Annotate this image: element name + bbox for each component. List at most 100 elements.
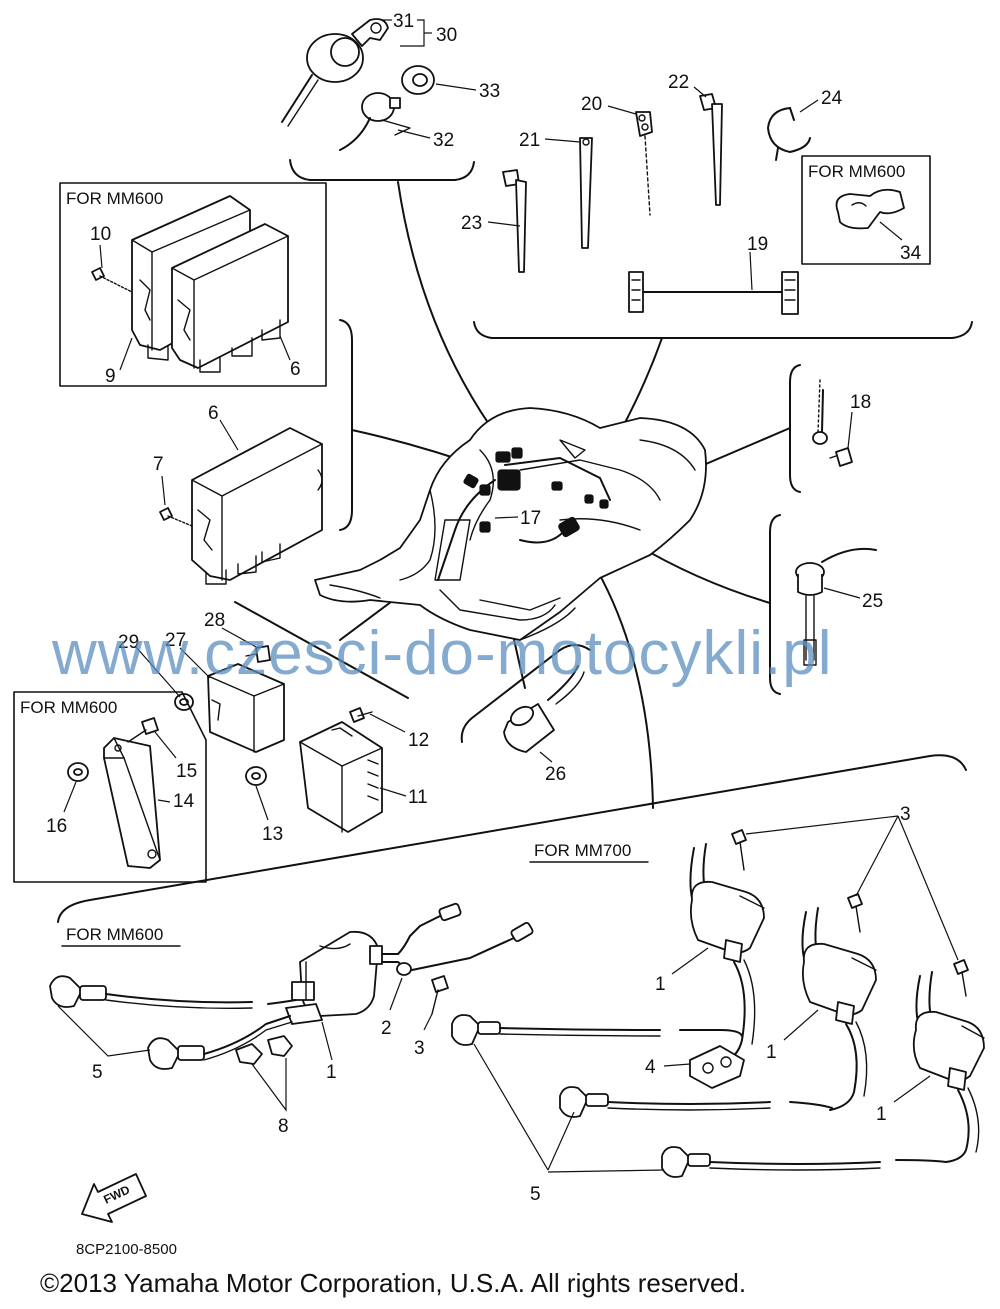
leader-1-mm600	[321, 1021, 333, 1061]
callout-29: 29	[118, 632, 139, 653]
screw-3-mm600	[431, 975, 449, 1015]
leader-19	[749, 251, 753, 291]
light-switch-32	[339, 92, 411, 151]
callout-18: 18	[850, 392, 871, 413]
callout-2: 2	[381, 1018, 392, 1039]
callout-3-mm700: 3	[900, 804, 911, 825]
callout-28: 28	[204, 610, 225, 631]
callout-20: 20	[581, 94, 602, 115]
leader-26	[539, 751, 553, 763]
callout-31-group: 31 30	[382, 11, 457, 47]
ignition-coil-1-c	[912, 971, 985, 1163]
bolt-12	[349, 707, 373, 723]
part-code: 8CP2100-8500	[76, 1241, 177, 1258]
relay-11	[299, 721, 383, 833]
wire-lead-19	[628, 271, 799, 315]
leader-3-mm600	[423, 1013, 433, 1031]
plug-cap-5-mm700-b	[559, 1086, 833, 1118]
leader-27	[179, 647, 211, 679]
leader-1-c	[893, 1075, 931, 1103]
callout-26: 26	[545, 764, 566, 785]
band-22	[699, 93, 723, 206]
screw-3-c	[953, 959, 969, 997]
ignition-coil-1-a	[689, 843, 765, 1065]
fwd-arrow: FWD	[81, 1173, 147, 1223]
bracket-group-11-13	[234, 601, 409, 699]
leader-3-mm700	[745, 815, 959, 961]
label-for-mm600-bracket: FOR MM600	[20, 698, 117, 717]
ground-lead-18	[812, 379, 853, 467]
plug-cap-5-mm600-a	[49, 975, 297, 1010]
label-for-mm600-cdi: FOR MM600	[66, 189, 163, 208]
callout-17: 17	[520, 508, 541, 529]
bracket-group-25	[769, 514, 781, 695]
plug-cap-5-mm700-a	[451, 1014, 743, 1046]
box-mm600-cdi: FOR MM600 10 9 6	[59, 182, 327, 387]
callout-24: 24	[821, 88, 843, 109]
leader-25	[823, 587, 861, 599]
callout-7: 7	[153, 454, 164, 475]
callout-5-mm600: 5	[92, 1062, 103, 1083]
leader-5-mm600	[57, 1005, 151, 1057]
band-20	[635, 111, 653, 216]
callout-33: 33	[479, 81, 500, 102]
leader-22	[693, 86, 707, 98]
nut-33	[401, 65, 435, 95]
bracket-group-30	[289, 159, 475, 181]
bolt-28	[245, 645, 271, 663]
callout-15: 15	[176, 761, 197, 782]
leader-12	[369, 713, 406, 733]
leader-5-mm700	[473, 1043, 665, 1173]
callout-25: 25	[862, 591, 883, 612]
callout-5-mm700: 5	[530, 1184, 541, 1205]
plug-cap-5-mm700-c	[661, 1146, 947, 1178]
leader-23	[487, 221, 521, 227]
leader-1-b	[783, 1009, 819, 1041]
callout-1-a: 1	[655, 974, 666, 995]
leader-24	[799, 99, 819, 113]
key-31	[351, 18, 389, 47]
leader-8	[251, 1058, 287, 1112]
leader-21	[544, 138, 581, 143]
bracket-group-26	[460, 644, 591, 743]
callout-1-b: 1	[766, 1042, 777, 1063]
callout-9: 9	[105, 366, 116, 387]
bracket-group-6-7	[339, 319, 353, 531]
callout-13: 13	[262, 824, 283, 845]
label-for-mm700: FOR MM700	[534, 841, 631, 860]
callout-30: 30	[436, 25, 457, 46]
ignition-coil-1-b	[801, 907, 877, 1111]
callout-6: 6	[208, 403, 219, 424]
leader-2	[389, 977, 403, 1011]
leader-18	[847, 411, 853, 449]
box-mm600-34: FOR MM600 34	[801, 155, 931, 265]
callout-1-mm600: 1	[326, 1062, 337, 1083]
callout-27: 27	[165, 630, 186, 651]
leader-11	[379, 787, 407, 797]
screw-3-b	[847, 893, 863, 933]
box-mm600-bracket: FOR MM600 15 14 16	[13, 691, 207, 883]
leader-33	[435, 83, 477, 91]
callout-14: 14	[173, 791, 195, 812]
plug-cap-5-mm600-b	[147, 1015, 293, 1070]
callout-31: 31	[393, 11, 414, 32]
bracket-group-ignition	[57, 754, 967, 923]
label-for-mm600-ignition: FOR MM600	[66, 925, 163, 944]
callout-10: 10	[90, 224, 111, 245]
callout-32: 32	[433, 130, 454, 151]
clip-24	[767, 107, 811, 161]
coil-leads-mm600	[381, 902, 534, 976]
callout-11: 11	[408, 787, 428, 808]
leader-6	[219, 419, 239, 451]
callout-34: 34	[900, 243, 922, 264]
callout-19: 19	[747, 234, 768, 255]
screw-3-a	[731, 829, 747, 871]
leader-4	[663, 1063, 691, 1067]
callout-21: 21	[519, 130, 540, 151]
band-23	[502, 169, 527, 273]
snowmobile-frame	[314, 407, 707, 641]
regulator-27	[207, 663, 285, 753]
callout-8: 8	[278, 1116, 289, 1137]
leader-1-a	[671, 947, 709, 975]
